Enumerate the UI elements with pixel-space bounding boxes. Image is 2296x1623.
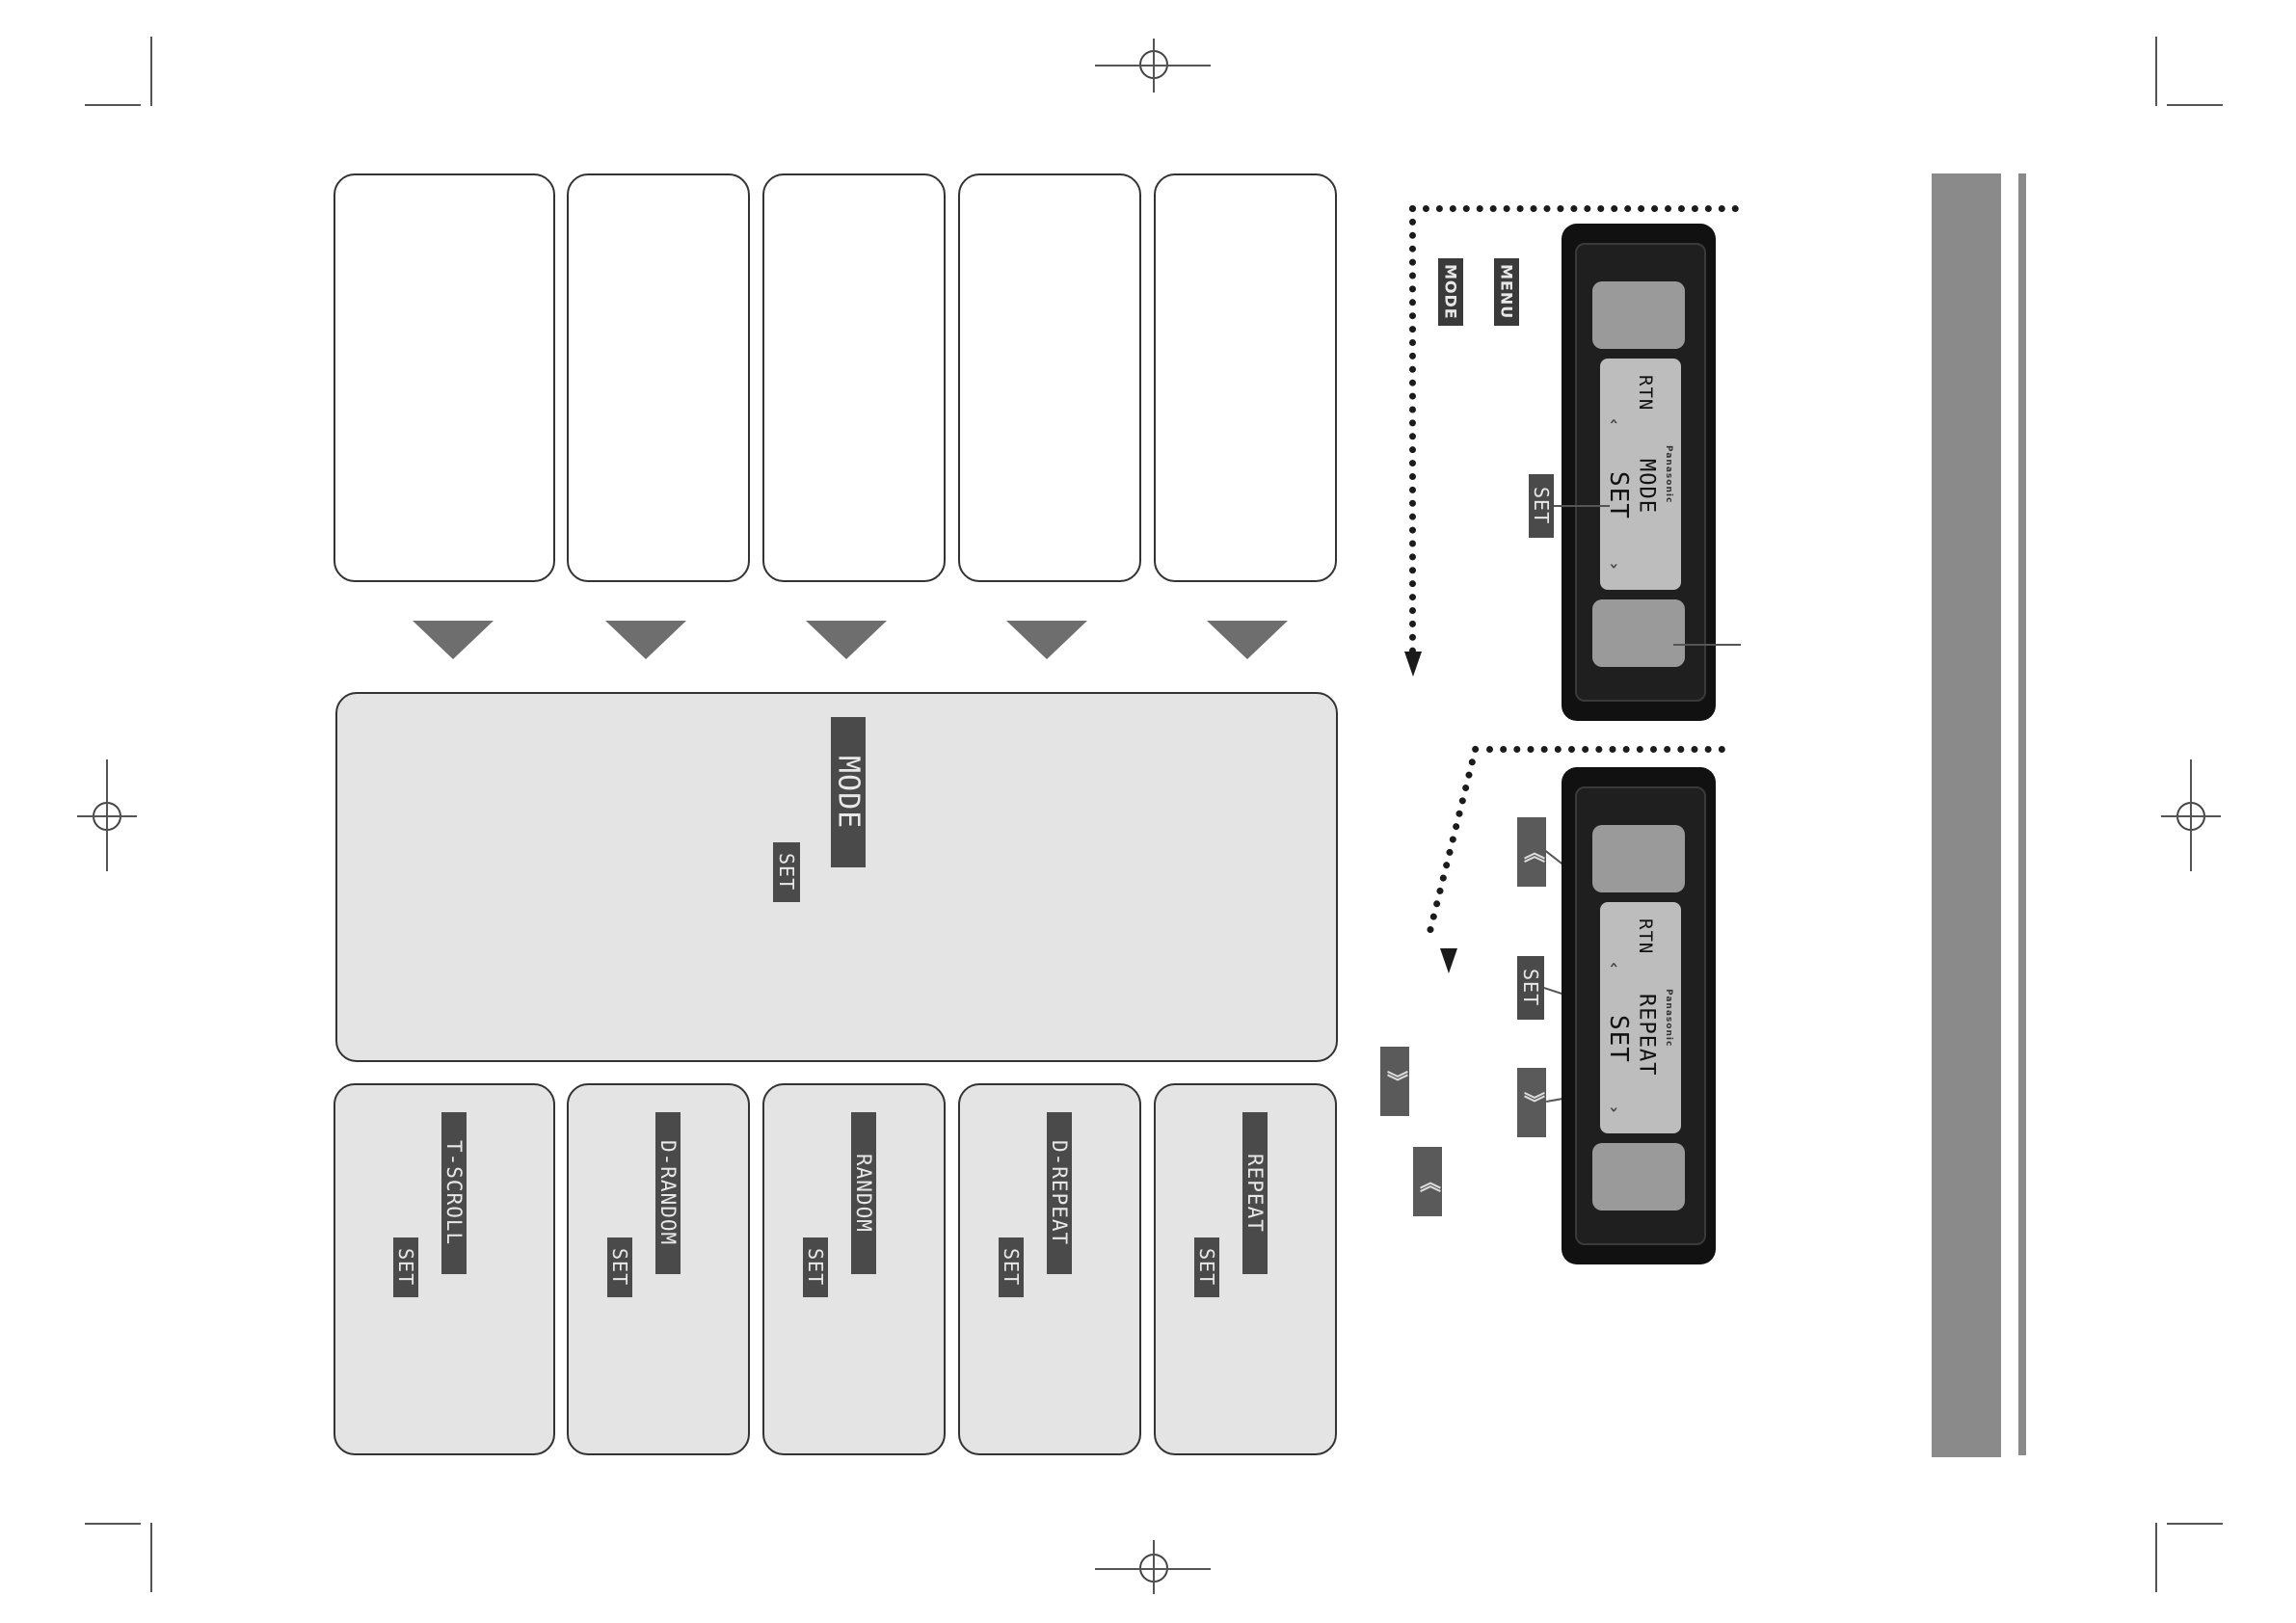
up-chevron-icon: 《 [1517, 817, 1546, 887]
down-arrow-icon [1006, 621, 1087, 659]
option-panel-t-scroll: T-SCROLL SET [334, 1083, 555, 1455]
set-label: SET [393, 1237, 418, 1297]
lcd-line-rtn: RTN [1635, 918, 1656, 955]
crop-mark [150, 37, 152, 106]
set-label: SET [803, 1237, 828, 1297]
crop-mark [85, 1523, 141, 1525]
crop-mark [2167, 104, 2223, 106]
flow-arrow-icon [1404, 652, 1422, 677]
lcd-line-rtn: RTN [1635, 375, 1656, 412]
lcd-window [1600, 359, 1681, 590]
set-label: SET [999, 1237, 1024, 1297]
volume-knob[interactable] [1592, 825, 1685, 892]
lcd-line-mode: MODE [1634, 458, 1659, 514]
registration-cross [2161, 815, 2221, 817]
down-arrow-icon[interactable]: › [1605, 1105, 1624, 1113]
description-box-5 [1154, 173, 1337, 582]
down-chevron-icon: 》 [1380, 1047, 1409, 1116]
flow-dotted-line [1426, 745, 1480, 934]
down-chevron-icon: 》 [1517, 1068, 1546, 1137]
option-panel-d-random: D-RANDOM SET [567, 1083, 750, 1455]
set-button-callout: SET [1517, 956, 1544, 1020]
set-label: SET [607, 1237, 632, 1297]
option-display-label: REPEAT [1242, 1112, 1268, 1274]
down-arrow-icon [1207, 621, 1288, 659]
side-bar-thin [2018, 173, 2026, 1455]
registration-cross [1153, 39, 1155, 93]
mode-button-badge: MODE [1438, 258, 1463, 326]
callout-line [1673, 644, 1741, 646]
car-stereo-faceplate: RTN REPEAT SET Panasonic ‹ › [1562, 767, 1716, 1264]
down-arrow-icon [413, 621, 494, 659]
option-display-label: D-REPEAT [1047, 1112, 1072, 1274]
registration-cross [1153, 1540, 1155, 1594]
lcd-line-set: SET [1604, 1015, 1633, 1063]
description-box-3 [762, 173, 946, 582]
lcd-line-set: SET [1604, 471, 1633, 519]
down-arrow-icon [605, 621, 686, 659]
option-display-label: D-RANDOM [655, 1112, 681, 1274]
description-box-1 [334, 173, 555, 582]
crop-mark [85, 104, 141, 106]
option-display-label: T-SCROLL [441, 1112, 467, 1274]
volume-knob[interactable] [1592, 281, 1685, 349]
option-panel-random: RANDOM SET [762, 1083, 946, 1455]
down-arrow-icon [806, 621, 887, 659]
callout-line [1554, 505, 1610, 507]
set-label: SET [1194, 1237, 1219, 1297]
lcd-line-repeat: REPEAT [1634, 994, 1659, 1077]
up-arrow-icon[interactable]: ‹ [1605, 961, 1624, 969]
option-panel-repeat: REPEAT SET [1154, 1083, 1337, 1455]
set-label: SET [773, 842, 800, 902]
option-panel-d-repeat: D-REPEAT SET [958, 1083, 1141, 1455]
flow-arrow-icon [1440, 948, 1457, 973]
menu-button-badge: MENU [1494, 258, 1519, 326]
brand-logo: Panasonic [1664, 988, 1673, 1048]
option-display-label: RANDOM [851, 1112, 876, 1274]
crop-mark [2155, 37, 2157, 106]
side-bar [1932, 173, 2001, 1457]
band-button[interactable] [1592, 599, 1685, 667]
mode-panel: MODE SET [335, 692, 1338, 1062]
crop-mark [2167, 1523, 2223, 1525]
set-button-callout: SET [1529, 474, 1554, 538]
band-button[interactable] [1592, 1143, 1685, 1211]
up-chevron-icon: 《 [1413, 1147, 1442, 1216]
flow-dotted-line [1409, 205, 1739, 212]
description-box-2 [567, 173, 750, 582]
up-arrow-icon[interactable]: ‹ [1605, 417, 1624, 425]
lcd-window [1600, 902, 1681, 1133]
description-box-4 [958, 173, 1141, 582]
crop-mark [2155, 1523, 2157, 1592]
flow-dotted-line [1486, 746, 1725, 753]
brand-logo: Panasonic [1664, 444, 1673, 504]
flow-dotted-line [1409, 205, 1416, 654]
car-stereo-faceplate: RTN MODE SET Panasonic ‹ › [1562, 224, 1716, 721]
registration-cross [77, 815, 137, 817]
down-arrow-icon[interactable]: › [1605, 562, 1624, 570]
mode-display-label: MODE [831, 717, 866, 867]
crop-mark [150, 1523, 152, 1592]
